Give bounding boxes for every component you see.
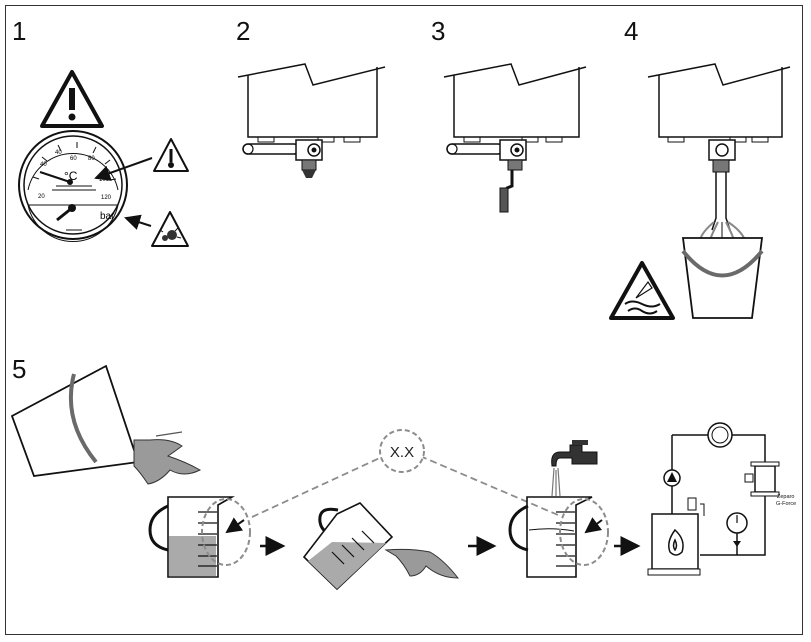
- gauge-temp-unit: °C: [64, 169, 78, 183]
- pointer-arrow: [225, 517, 245, 534]
- drain-valve-with-hose: [446, 139, 527, 213]
- volume-callout: [379, 429, 425, 473]
- bucket: [681, 237, 764, 319]
- step-number-3: 3: [431, 16, 445, 46]
- pointer-arrow: [94, 157, 153, 181]
- boiler-unit: [647, 63, 791, 143]
- measuring-jug-tilted: [302, 502, 460, 591]
- temperature-pressure-gauge: 20 40 40 60 80 100 120 °C bar: [18, 130, 128, 242]
- gauge-tick-label: 120: [101, 195, 112, 201]
- boiler-unit: [443, 63, 587, 143]
- measuring-jug-filled: [508, 496, 593, 578]
- filter-model-label: G-Force: [776, 501, 796, 507]
- volume-callout-text: X.X: [390, 444, 414, 461]
- filter-brand-label: Zeparo: [777, 494, 794, 500]
- water-tap: [551, 440, 598, 497]
- magnifier-circle: [559, 498, 609, 566]
- bucket-pouring: [10, 364, 140, 477]
- step-number-4: 4: [624, 16, 638, 46]
- boiler-unit: [237, 63, 386, 143]
- step-number-5: 5: [12, 354, 26, 384]
- gauge-tick-label: 20: [38, 194, 45, 200]
- gauge-tick-label: 80: [88, 156, 95, 162]
- gauge-tick-label: 60: [70, 156, 77, 162]
- high-temperature-icon: [153, 138, 189, 172]
- warning-icon: [40, 70, 104, 128]
- pointer-arrow: [584, 517, 603, 534]
- heating-system-schematic: Zeparo G-Force: [647, 422, 796, 576]
- pressure-hazard-icon: [151, 211, 189, 247]
- step-number-1: 1: [12, 16, 26, 46]
- dashed-link: [419, 455, 559, 516]
- step-number-2: 2: [236, 16, 250, 46]
- water-pour: [133, 431, 202, 485]
- dashed-link: [251, 455, 385, 518]
- gauge-tick-label: 40: [55, 150, 62, 156]
- pointer-arrow: [124, 214, 152, 230]
- gauge-tick-label: 100: [99, 177, 110, 183]
- water-stream: [699, 221, 745, 241]
- drain-valve: [242, 139, 323, 178]
- hot-water-hazard-icon: [609, 261, 675, 320]
- drain-valve-open: [708, 139, 736, 231]
- gauge-pressure-unit: bar: [100, 211, 115, 222]
- magnifier-circle: [201, 498, 251, 566]
- gauge-tick-label: 40: [40, 162, 47, 168]
- measuring-jug: [148, 496, 236, 578]
